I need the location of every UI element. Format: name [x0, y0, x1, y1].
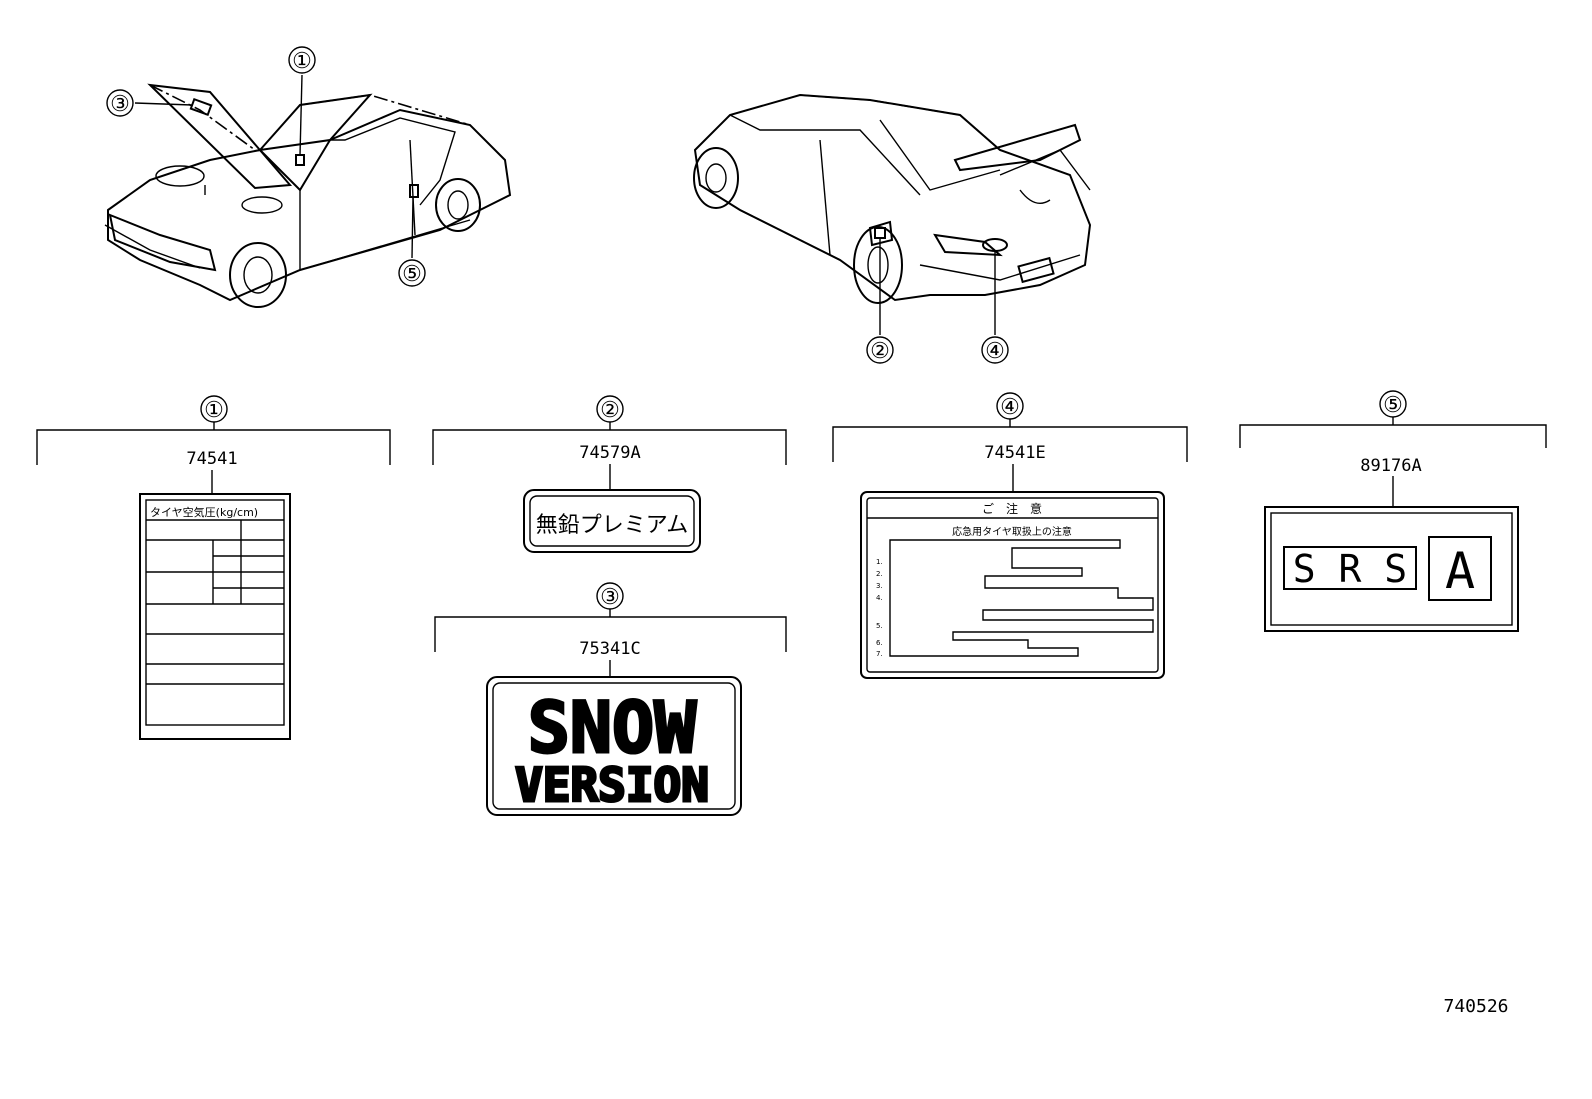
- car-callout-5: ⑤: [398, 259, 426, 287]
- part-group-2: ② 74579A 無鉛プレミアム: [432, 395, 787, 553]
- srs-airbag-label: S R S A: [1264, 506, 1519, 632]
- snow-version-emblem: SNOW VERSION: [486, 676, 742, 816]
- tire-pressure-label: タイヤ空気圧(kg/cm): [139, 493, 291, 740]
- svg-text:⑤: ⑤: [402, 262, 422, 287]
- svg-text:7.: 7.: [876, 650, 883, 658]
- svg-text:SNOW: SNOW: [528, 687, 697, 769]
- spare-tire-caution-label: ご 注 意 応急用タイヤ取扱上の注意 1. 2. 3. 4. 5. 6. 7.: [860, 491, 1165, 679]
- part-group-4: ④ 74541E ご 注 意 応急用タイヤ取扱上の注意 1. 2. 3. 4. …: [832, 392, 1188, 679]
- svg-text:ご 注 意: ご 注 意: [982, 501, 1042, 516]
- car-callout-4: ④: [981, 336, 1009, 364]
- front-car-illustration: [104, 74, 512, 308]
- part-group-5: ⑤ 89176A S R S A: [1239, 390, 1547, 632]
- part-number-74541E: 74541E: [984, 443, 1045, 463]
- svg-text:応急用タイヤ取扱上の注意: 応急用タイヤ取扱上の注意: [952, 525, 1072, 538]
- svg-text:S R S: S R S: [1293, 547, 1407, 591]
- svg-text:①: ①: [292, 49, 312, 74]
- svg-text:タイヤ空気圧(kg/cm): タイヤ空気圧(kg/cm): [150, 505, 258, 519]
- figure-id: 740526: [1443, 996, 1508, 1017]
- part-number-74541: 74541: [186, 449, 237, 469]
- part-number-74579A: 74579A: [579, 443, 640, 463]
- part-group-3: ③ 75341C SNOW VERSION: [434, 582, 787, 816]
- svg-text:3.: 3.: [876, 582, 883, 590]
- car-callout-3: ③: [106, 89, 134, 117]
- svg-text:A: A: [1445, 542, 1475, 600]
- car-callout-2: ②: [866, 336, 894, 364]
- svg-text:③: ③: [110, 92, 130, 117]
- svg-text:6.: 6.: [876, 639, 883, 647]
- svg-text:⑤: ⑤: [1383, 393, 1403, 418]
- svg-text:④: ④: [985, 339, 1005, 364]
- part-number-75341C: 75341C: [579, 639, 640, 659]
- part-group-1: ① 74541 タイヤ空気圧(kg/cm): [36, 395, 391, 740]
- svg-text:③: ③: [600, 585, 620, 610]
- svg-text:②: ②: [600, 398, 620, 423]
- part-number-89176A: 89176A: [1360, 456, 1421, 476]
- svg-text:④: ④: [1000, 395, 1020, 420]
- svg-text:2.: 2.: [876, 570, 883, 578]
- rear-car-illustration: [693, 93, 1092, 335]
- svg-text:VERSION: VERSION: [515, 758, 709, 812]
- svg-text:4.: 4.: [876, 594, 883, 602]
- svg-text:②: ②: [870, 339, 890, 364]
- svg-text:①: ①: [204, 398, 224, 423]
- svg-text:5.: 5.: [876, 622, 883, 630]
- unleaded-premium-label: 無鉛プレミアム: [523, 489, 701, 553]
- svg-text:無鉛プレミアム: 無鉛プレミアム: [536, 513, 688, 538]
- svg-text:1.: 1.: [876, 558, 883, 566]
- car-callout-1: ①: [288, 46, 316, 74]
